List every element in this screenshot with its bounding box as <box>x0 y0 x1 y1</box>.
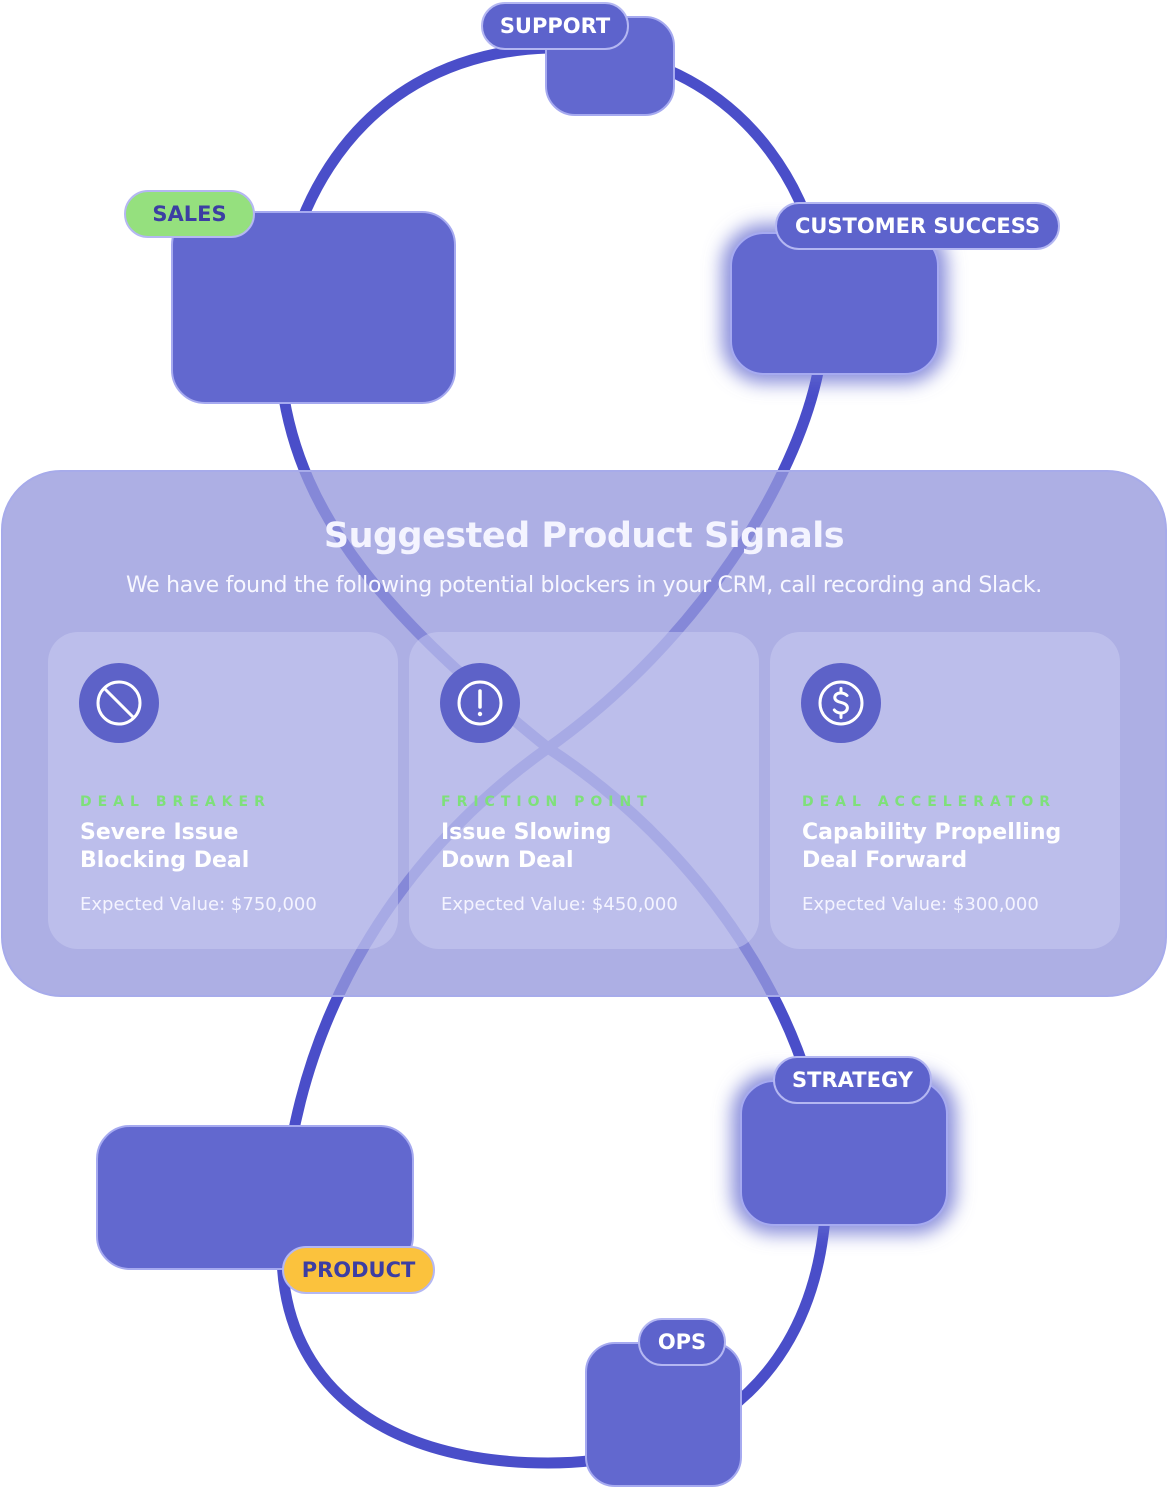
customer-success-tag[interactable]: CUSTOMER SUCCESS <box>775 202 1060 250</box>
support-tag[interactable]: SUPPORT <box>481 2 629 50</box>
card-label: FRICTION POINT <box>441 794 653 810</box>
product-node[interactable] <box>96 1125 414 1270</box>
card-title: Severe Issue Blocking Deal <box>80 820 250 873</box>
customer-success-node[interactable] <box>730 232 939 375</box>
card-label: DEAL ACCELERATOR <box>802 794 1057 810</box>
ops-tag[interactable]: OPS <box>638 1318 726 1366</box>
ban-icon <box>79 663 159 743</box>
card-expected-value: Expected Value: $300,000 <box>802 894 1039 915</box>
signal-card-deal-accelerator[interactable]: DEAL ACCELERATOR Capability Propelling D… <box>770 632 1120 949</box>
card-expected-value: Expected Value: $450,000 <box>441 894 678 915</box>
panel-subtitle: We have found the following potential bl… <box>126 573 1042 598</box>
card-title: Issue Slowing Down Deal <box>441 820 612 873</box>
sales-tag[interactable]: SALES <box>124 190 255 238</box>
card-expected-value: Expected Value: $750,000 <box>80 894 317 915</box>
signals-panel <box>1 470 1167 997</box>
product-tag[interactable]: PRODUCT <box>282 1246 435 1294</box>
panel-title: Suggested Product Signals <box>323 516 845 556</box>
ops-node[interactable] <box>585 1342 742 1487</box>
strategy-tag[interactable]: STRATEGY <box>773 1056 932 1104</box>
signal-card-friction-point[interactable]: FRICTION POINT Issue Slowing Down Deal E… <box>409 632 759 949</box>
dollar-icon <box>801 663 881 743</box>
card-label: DEAL BREAKER <box>80 794 271 810</box>
signal-card-deal-breaker[interactable]: DEAL BREAKER Severe Issue Blocking Deal … <box>48 632 398 949</box>
card-title: Capability Propelling Deal Forward <box>802 820 1062 873</box>
strategy-node[interactable] <box>740 1080 948 1226</box>
sales-node[interactable] <box>171 211 456 404</box>
exclamation-icon <box>440 663 520 743</box>
